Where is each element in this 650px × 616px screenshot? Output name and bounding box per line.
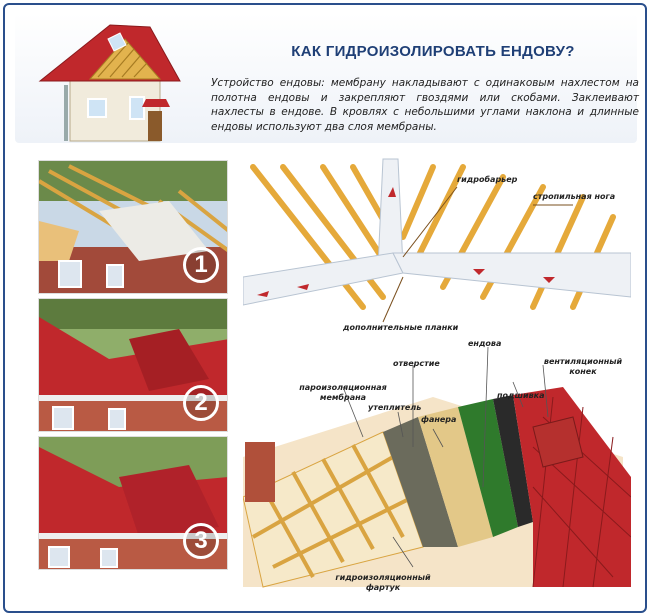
label-hole: отверстие — [393, 359, 440, 368]
step-photo-2: 2 — [38, 298, 228, 432]
roof-layers-diagram: отверстие ендова вентиляционный конек па… — [242, 337, 632, 605]
house-illustration — [38, 24, 181, 142]
label-rafter: стропильная нога — [533, 192, 616, 201]
infographic-frame: КАК ГИДРОИЗОЛИРОВАТЬ ЕНДОВУ? Устройство … — [3, 3, 647, 613]
label-valley: ендова — [468, 339, 502, 348]
step-number-2: 2 — [183, 385, 219, 421]
label-insulation: утеплитель — [368, 403, 422, 412]
step-number-3: 3 — [183, 523, 219, 559]
label-ventilation-ridge: вентиляционный конек — [543, 357, 623, 376]
step-number-1: 1 — [183, 247, 219, 283]
header-panel: КАК ГИДРОИЗОЛИРОВАТЬ ЕНДОВУ? Устройство … — [15, 13, 639, 143]
step-photo-1: 1 — [38, 160, 228, 294]
label-vapor-membrane: пароизоляционная мембрана — [299, 383, 387, 402]
page-title: КАК ГИДРОИЗОЛИРОВАТЬ ЕНДОВУ? — [291, 43, 575, 60]
step-photo-3: 3 — [38, 436, 228, 570]
valley-membrane-diagram: гидробарьер стропильная нога дополнитель… — [242, 157, 632, 335]
label-plywood: фанера — [421, 415, 457, 424]
label-battens: дополнительные планки — [343, 323, 459, 332]
description-text: Устройство ендовы: мембрану накладывают … — [211, 77, 639, 133]
label-waterproof: гидробарьер — [457, 175, 518, 184]
label-waterproof-apron: гидроизоляционный фартук — [335, 573, 431, 592]
label-underlay: подшивка — [497, 391, 545, 400]
